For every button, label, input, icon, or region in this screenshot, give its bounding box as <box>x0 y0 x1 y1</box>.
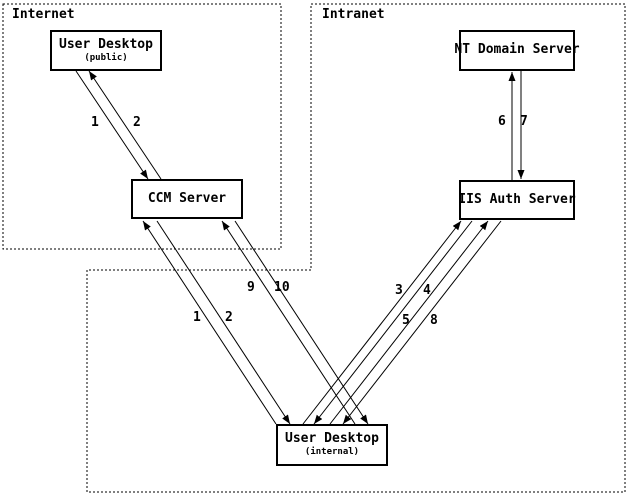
node-iis-auth-server: IIS Auth Server <box>458 180 576 220</box>
node-title: User Desktop <box>59 36 153 52</box>
edge-label-1-intranet: 1 <box>193 310 201 325</box>
intranet-zone-label: Intranet <box>322 7 385 22</box>
edge-line-2-internet <box>88 70 162 180</box>
node-subtitle: (public) <box>84 52 128 63</box>
node-title: NT Domain Server <box>454 42 580 58</box>
edge-line-9 <box>221 220 356 425</box>
internet-zone-border <box>2 3 282 250</box>
edge-label-7: 7 <box>520 114 528 129</box>
edge-line-1-internet <box>75 70 149 180</box>
node-title: CCM Server <box>147 190 227 206</box>
intranet-zone-border <box>86 3 626 493</box>
node-title: IIS Auth Server <box>458 191 576 207</box>
edge-line-10 <box>234 220 369 425</box>
edge-line-3 <box>302 220 462 425</box>
node-subtitle: (internal) <box>304 447 360 458</box>
edge-label-10: 10 <box>274 280 290 295</box>
node-title: User Desktop <box>285 431 379 447</box>
edge-line-2-intranet <box>156 220 291 425</box>
edge-line-1-intranet <box>142 220 277 425</box>
edge-label-3: 3 <box>395 283 403 298</box>
edge-line-4 <box>313 220 473 425</box>
edge-label-2-internet: 2 <box>133 115 141 130</box>
edge-label-2-intranet: 2 <box>225 310 233 325</box>
node-nt-domain-server: NT Domain Server <box>454 30 580 71</box>
edge-label-4: 4 <box>423 283 431 298</box>
node-ccm-server: CCM Server <box>131 179 243 219</box>
edge-line-8 <box>342 220 502 425</box>
edge-label-9: 9 <box>247 280 255 295</box>
edge-label-5: 5 <box>402 313 410 328</box>
internet-zone-label: Internet <box>12 7 75 22</box>
edge-label-6: 6 <box>498 114 506 129</box>
edge-label-1-internet: 1 <box>91 115 99 130</box>
edge-label-8: 8 <box>430 313 438 328</box>
node-user-desktop-internal: User Desktop (internal) <box>276 424 388 466</box>
edge-line-5 <box>329 220 489 425</box>
node-user-desktop-public: User Desktop (public) <box>50 30 162 71</box>
